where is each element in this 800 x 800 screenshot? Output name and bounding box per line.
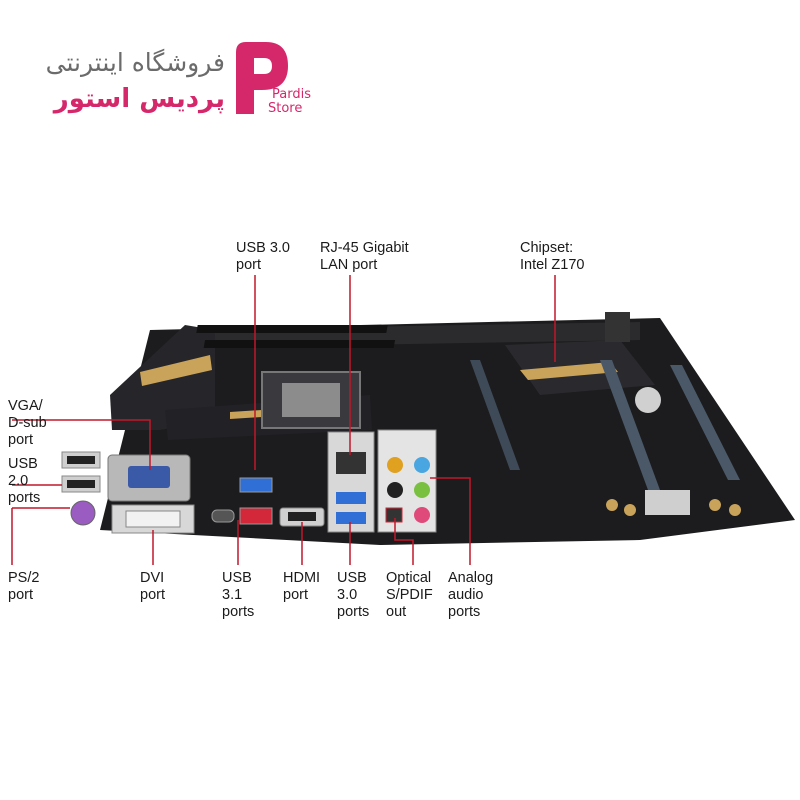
logo-text-store: Store [268, 101, 302, 116]
audio-jack-blue [414, 457, 430, 473]
optical-spdif-port [385, 507, 403, 523]
store-header: فروشگاه اینترنتی پردیس استور Pardis Stor… [0, 0, 800, 140]
usb31-type-a-port [239, 507, 273, 525]
audio-capacitor [606, 499, 618, 511]
hdmi-port-slot [288, 512, 316, 521]
pcie-slot [670, 365, 740, 480]
atx-power-connector [605, 312, 630, 342]
ram-slot [196, 325, 388, 333]
usb30-port [336, 512, 366, 524]
usb30-port [336, 492, 366, 504]
rj45-usb-stack [327, 431, 375, 533]
leader-vga [12, 419, 151, 470]
ram-slot [203, 340, 396, 348]
label-chipset: Chipset:Intel Z170 [520, 240, 585, 273]
usb30-port-top [239, 477, 273, 493]
usb20-port-slot [67, 480, 95, 488]
store-name: پردیس استور [53, 84, 225, 114]
audio-chip-shield [645, 490, 690, 515]
pcie-slot [600, 360, 660, 490]
store-tagline: فروشگاه اینترنتی [45, 48, 225, 77]
heatsink-gold-stripe [140, 355, 212, 386]
audio-capacitor [729, 504, 741, 516]
usb20-port-slot [67, 456, 95, 464]
cpu-socket-plate [282, 383, 340, 417]
leader-spdif [394, 518, 414, 565]
pardis-logo-icon: Pardis Store [236, 42, 311, 116]
audio-jack-pink [414, 507, 430, 523]
usb31-type-c-port [211, 509, 235, 523]
dvi-port-connector [125, 510, 181, 528]
audio-capacitor [624, 504, 636, 516]
pcie-slot [470, 360, 520, 470]
logo-text-pardis: Pardis [272, 87, 311, 102]
rj45-port [336, 452, 366, 474]
leader-audio [430, 477, 471, 565]
audio-jack-green [414, 482, 430, 498]
audio-jack-black [387, 482, 403, 498]
leader-lines [11, 275, 556, 565]
cmos-battery [635, 387, 661, 413]
vga-port-connector [128, 466, 170, 488]
audio-jack-orange [387, 457, 403, 473]
cpu-socket [261, 371, 361, 429]
audio-capacitor [709, 499, 721, 511]
chipset-gold-stripe [520, 362, 618, 380]
ps2-port [70, 500, 96, 526]
